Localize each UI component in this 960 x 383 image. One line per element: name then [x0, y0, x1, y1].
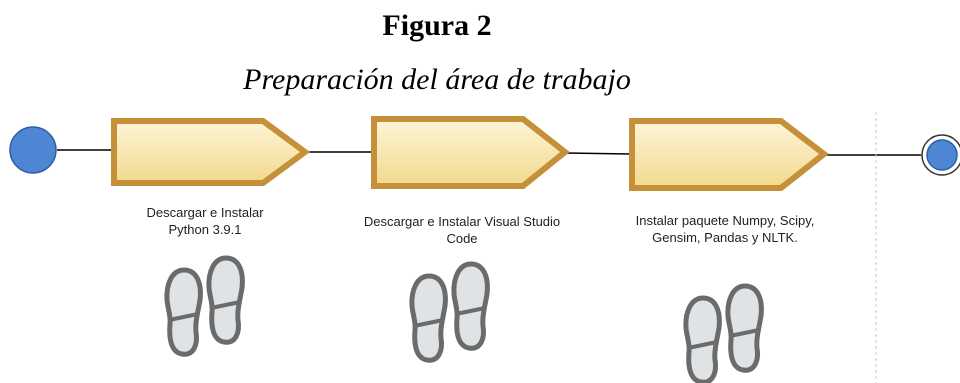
step-3-footprints — [686, 286, 761, 382]
task-1-shape — [111, 118, 311, 186]
start-event — [9, 126, 57, 174]
step-1-label: Descargar e Instalar Python 3.9.1 — [146, 205, 264, 237]
step-1-footprints — [167, 258, 242, 354]
connector-2-3 — [565, 152, 631, 155]
end-event — [926, 139, 958, 171]
figure-title: Preparación del área de trabajo — [243, 63, 631, 96]
task-2-shape — [371, 116, 570, 189]
figure-label: Figura 2 — [382, 9, 492, 42]
step-3-label: Instalar paquete Numpy, Scipy, Gensim, P… — [635, 213, 815, 245]
task-3-shape — [629, 118, 829, 191]
step-2-label: Descargar e Instalar Visual Studio Code — [363, 214, 561, 246]
step-2-footprints — [412, 264, 487, 360]
